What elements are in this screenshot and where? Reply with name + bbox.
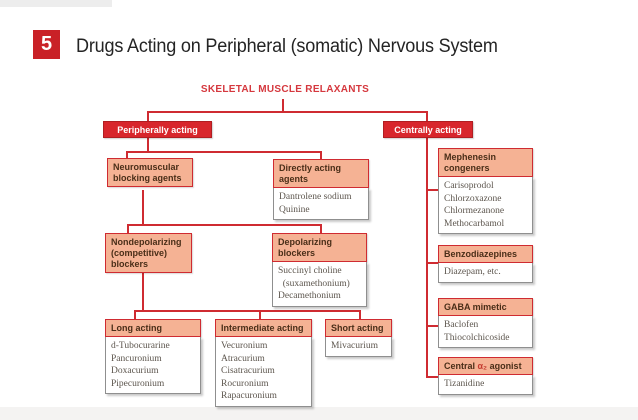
- label-prefix: Central: [444, 361, 478, 371]
- connector-long-drop: [134, 310, 136, 319]
- connector-mephenesin-stub: [426, 189, 439, 191]
- node-label: Peripherally acting: [117, 124, 198, 135]
- node-label: Centrally acting: [394, 124, 462, 135]
- node-long-acting: Long acting d-Tubocurarine Pancuronium D…: [105, 319, 201, 394]
- connector-blockers-branch: [127, 224, 322, 226]
- top-edge-strip: [0, 0, 112, 7]
- drug-list-mephenesin: Carisoprodol Chlorzoxazone Chlormezanone…: [438, 177, 533, 234]
- node-intermediate-acting: Intermediate acting Vecuronium Atracuriu…: [215, 319, 312, 407]
- connector-nondepolarizing-drop: [127, 224, 129, 233]
- drug-list-long-acting: d-Tubocurarine Pancuronium Doxacurium Pi…: [105, 337, 201, 394]
- connector-short-drop: [359, 310, 361, 319]
- diagram-root-heading: SKELETAL MUSCLE RELAXANTS: [200, 84, 370, 95]
- connector-intermediate-drop: [259, 310, 261, 319]
- connector-directly-drop: [320, 151, 322, 160]
- connector-alpha2-stub: [426, 376, 439, 378]
- connector-central-drop: [426, 111, 428, 121]
- connector-central-stem: [426, 137, 428, 378]
- label-suffix: agonist: [487, 361, 522, 371]
- connector-peripheral-branch: [126, 151, 322, 153]
- drug-list-directly-acting: Dantrolene sodium Quinine: [273, 188, 369, 220]
- node-label: Nondepolarizing (competitive) blockers: [105, 233, 192, 273]
- node-label: Long acting: [105, 319, 201, 337]
- node-benzodiazepines: Benzodiazepines Diazepam, etc.: [438, 245, 533, 283]
- connector-duration-branch: [134, 310, 361, 312]
- node-label: Depolarizing blockers: [272, 233, 367, 262]
- connector-peripheral-stem: [147, 137, 149, 152]
- node-short-acting: Short acting Mivacurium: [325, 319, 392, 357]
- connector-neuromuscular-drop: [126, 151, 128, 159]
- node-label: Directly acting agents: [273, 159, 369, 188]
- node-label: Central α₂ agonist: [438, 357, 533, 375]
- slide-number-badge: 5: [33, 30, 60, 59]
- node-peripherally-acting: Peripherally acting: [103, 121, 212, 138]
- node-central-alpha2-agonist: Central α₂ agonist Tizanidine: [438, 357, 533, 395]
- slide-number: 5: [40, 33, 53, 55]
- connector-depolarizing-drop: [320, 224, 322, 233]
- connector-neuromuscular-stem: [142, 190, 144, 225]
- drug-list-short-acting: Mivacurium: [325, 337, 392, 357]
- bottom-edge-strip: [0, 407, 638, 420]
- node-neuromuscular-blocking-agents: Neuromuscular blocking agents: [107, 158, 193, 187]
- page-title: Drugs Acting on Peripheral (somatic) Ner…: [76, 36, 498, 57]
- alpha2-symbol: α₂: [477, 361, 488, 371]
- connector-top-branch: [147, 111, 428, 113]
- drug-list-central-alpha2: Tizanidine: [438, 375, 533, 395]
- node-label: Short acting: [325, 319, 392, 337]
- node-label: Benzodiazepines: [438, 245, 533, 263]
- node-mephenesin-congeners: Mephenesin congeners Carisoprodol Chlorz…: [438, 148, 533, 234]
- drug-list-depolarizing: Succinyl choline (suxamethonium) Decamet…: [272, 262, 367, 307]
- drug-list-intermediate-acting: Vecuronium Atracurium Cisatracurium Rocu…: [215, 337, 312, 407]
- connector-peripheral-drop: [147, 111, 149, 121]
- connector-nondepolarizing-stem: [142, 273, 144, 311]
- node-centrally-acting: Centrally acting: [383, 121, 473, 138]
- node-gaba-mimetic: GABA mimetic Baclofen Thiocolchicoside: [438, 298, 533, 348]
- node-label: GABA mimetic: [438, 298, 533, 316]
- connector-gaba-stub: [426, 325, 439, 327]
- node-label: Neuromuscular blocking agents: [107, 158, 193, 187]
- node-label: Mephenesin congeners: [438, 148, 533, 177]
- drug-list-gaba-mimetic: Baclofen Thiocolchicoside: [438, 316, 533, 348]
- drug-list-benzodiazepines: Diazepam, etc.: [438, 263, 533, 283]
- node-nondepolarizing-blockers: Nondepolarizing (competitive) blockers: [105, 233, 192, 273]
- connector-root-stem: [282, 99, 284, 112]
- node-directly-acting-agents: Directly acting agents Dantrolene sodium…: [273, 159, 369, 220]
- node-label: Intermediate acting: [215, 319, 312, 337]
- node-depolarizing-blockers: Depolarizing blockers Succinyl choline (…: [272, 233, 367, 307]
- connector-benzodiazepines-stub: [426, 262, 439, 264]
